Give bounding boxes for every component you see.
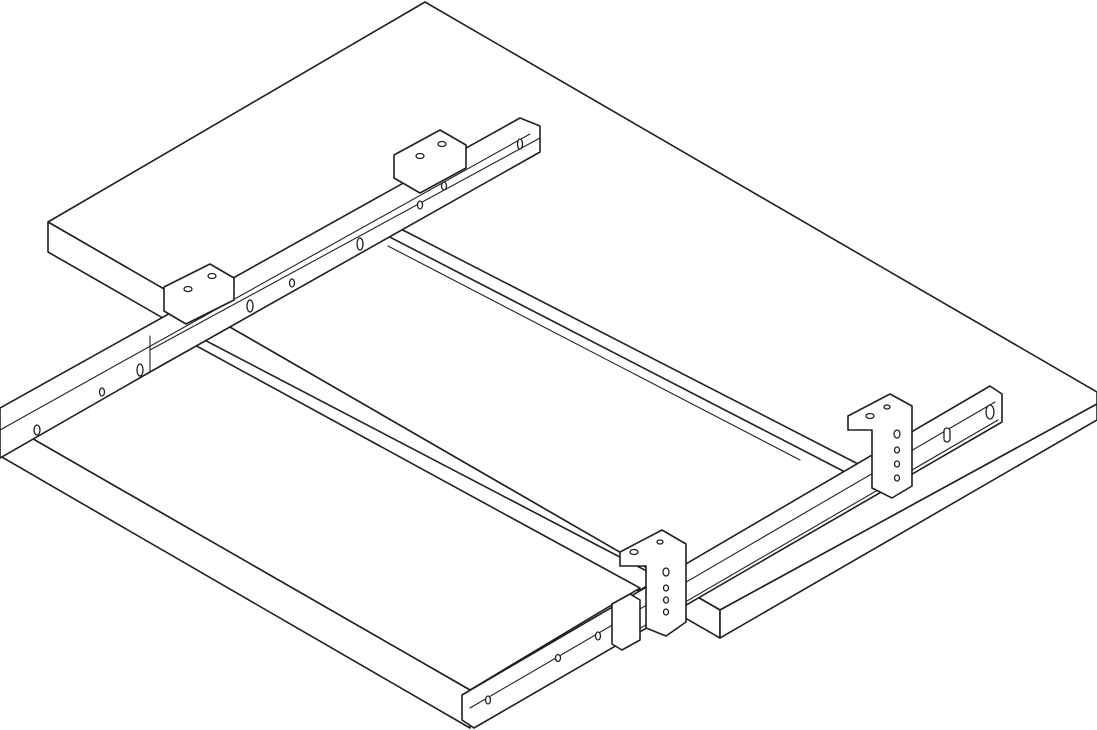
tray-front-edge bbox=[0, 419, 471, 729]
rail-hole bbox=[288, 278, 296, 288]
bracket-hole bbox=[893, 429, 901, 439]
bracket-hole bbox=[437, 140, 447, 148]
rail-hole bbox=[440, 181, 448, 191]
rail-end-clip bbox=[611, 593, 641, 651]
rail-hole bbox=[416, 200, 424, 210]
bracket-hole bbox=[893, 446, 901, 454]
bracket-hole bbox=[893, 474, 901, 482]
bracket-hole bbox=[662, 584, 670, 592]
bracket-hole bbox=[893, 460, 901, 468]
bracket-hole bbox=[656, 539, 664, 545]
rail-hole bbox=[554, 653, 562, 663]
rear-crossbar-line bbox=[387, 245, 801, 461]
bracket-hole bbox=[207, 272, 217, 280]
bracket-hole bbox=[662, 608, 670, 616]
bracket-hole bbox=[883, 404, 891, 410]
right-brackets bbox=[611, 393, 913, 651]
bracket-hole bbox=[865, 412, 875, 420]
bracket-hole bbox=[183, 285, 193, 293]
desk-top-right-edge bbox=[719, 403, 1097, 639]
rail-hole bbox=[136, 363, 144, 377]
left-slide-rail bbox=[0, 117, 541, 459]
bracket-hole bbox=[629, 548, 639, 556]
left-brackets bbox=[163, 129, 467, 325]
rail-hole bbox=[356, 237, 364, 251]
bracket-hole bbox=[415, 152, 425, 160]
left-rail-line bbox=[149, 137, 541, 351]
rail-slot bbox=[943, 427, 951, 443]
right-rail-outer bbox=[461, 385, 1003, 729]
bracket-front-left bbox=[163, 263, 235, 325]
bracket-hole bbox=[662, 567, 670, 577]
bracket-rear-left bbox=[393, 129, 467, 194]
bracket-hole bbox=[662, 596, 670, 604]
rail-hole bbox=[98, 387, 106, 397]
rail-hole bbox=[985, 404, 995, 420]
rail-hole bbox=[484, 695, 492, 705]
rail-hole bbox=[33, 424, 41, 436]
left-rail-outer bbox=[0, 117, 541, 459]
rail-hole bbox=[516, 138, 524, 150]
bracket-front-right bbox=[619, 529, 687, 637]
rail-hole bbox=[246, 299, 254, 313]
rail-hole bbox=[594, 631, 602, 641]
keyboard-tray bbox=[0, 325, 641, 729]
bracket-rear-right bbox=[847, 393, 913, 499]
